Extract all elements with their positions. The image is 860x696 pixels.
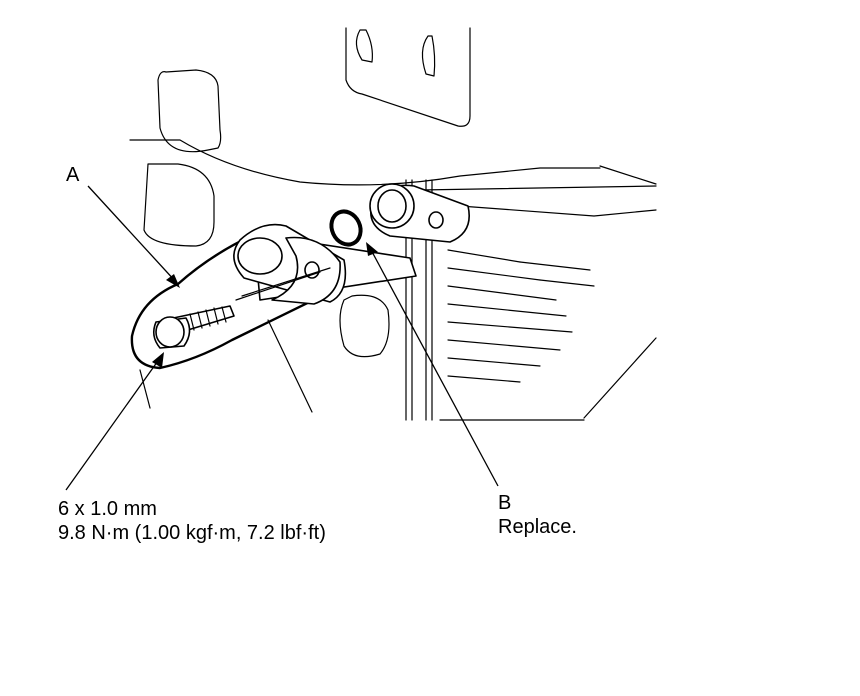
leader-lines: [65, 185, 499, 491]
mating-flange: [369, 183, 470, 243]
callout-b-label: B: [498, 492, 512, 514]
flange-bolt: [152, 305, 235, 349]
bolt-size-label: 6 x 1.0 mm: [58, 498, 157, 520]
pipe-assembly: [233, 223, 417, 305]
o-ring: [329, 209, 363, 247]
callout-b-note: Replace.: [498, 516, 577, 538]
upper-bracket: [345, 27, 471, 127]
bolt-torque-label: 9.8 N·m (1.00 kgf·m, 7.2 lbf·ft): [58, 522, 326, 544]
callout-a-label: A: [66, 164, 80, 186]
engine-block-outline: [129, 69, 657, 421]
